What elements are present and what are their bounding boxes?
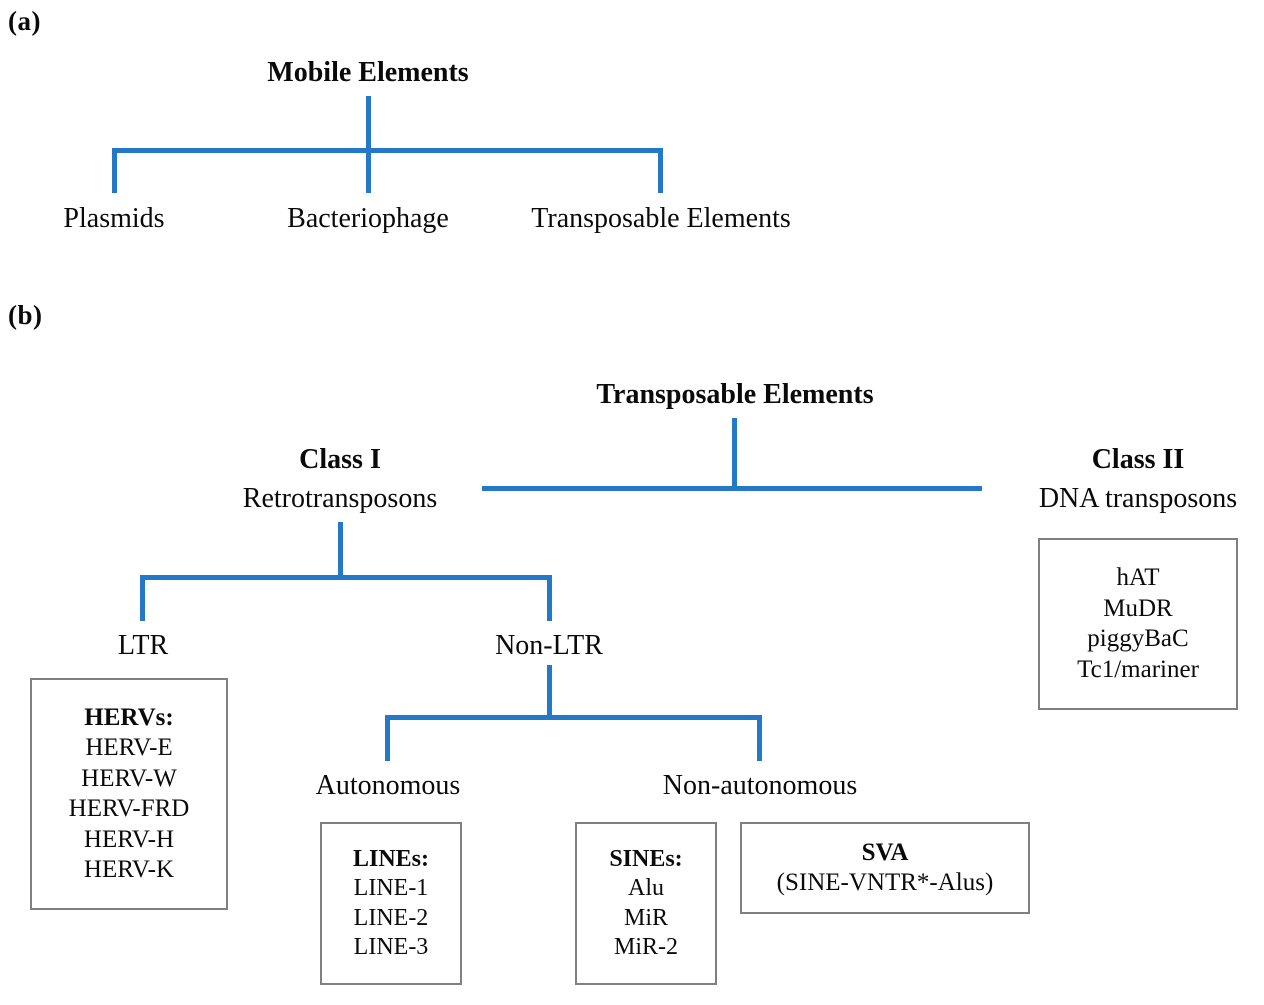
hervs-item-frd: HERV-FRD <box>68 795 190 822</box>
class-ii-subtitle: DNA transposons <box>1038 483 1238 514</box>
lines-item-2: LINE-2 <box>353 904 429 931</box>
panel-b-root-stem <box>732 418 737 490</box>
node-ltr: LTR <box>117 630 169 661</box>
sines-item-alu: Alu <box>628 875 664 902</box>
class-ii-item-piggybac: piggyBaC <box>1087 625 1189 652</box>
node-non-ltr: Non-LTR <box>495 630 603 661</box>
panel-a-node-transposable-elements: Transposable Elements <box>531 203 791 234</box>
class-ii-box: hAT MuDR piggyBaC Tc1/mariner <box>1038 538 1238 710</box>
non-ltr-branch-bar <box>385 715 762 720</box>
sva-box-expansion: (SINE-VNTR*-Alus) <box>776 869 994 896</box>
non-ltr-arm-non-autonomous <box>757 715 762 761</box>
non-ltr-stem <box>547 665 552 719</box>
class-i-arm-non-ltr <box>547 575 552 621</box>
panel-a-node-bacteriophage: Bacteriophage <box>287 203 449 234</box>
panel-a-root-label: Mobile Elements <box>267 57 469 88</box>
sines-item-mir: MiR <box>623 904 668 931</box>
class-i-subtitle: Retrotransposons <box>242 483 438 514</box>
hervs-box-header: HERVs: <box>84 703 174 731</box>
panel-b-letter: (b) <box>8 300 43 330</box>
hervs-item-w: HERV-W <box>81 764 177 792</box>
class-i-title: Class I <box>299 444 381 475</box>
node-non-autonomous: Non-autonomous <box>662 770 858 801</box>
hervs-item-e: HERV-E <box>85 734 173 761</box>
sines-item-mir-2: MiR-2 <box>613 933 678 960</box>
lines-item-1: LINE-1 <box>353 875 429 902</box>
sva-box: SVA (SINE-VNTR*-Alus) <box>740 822 1030 914</box>
non-ltr-arm-autonomous <box>385 715 390 761</box>
panel-a-arm-right <box>658 148 663 193</box>
hervs-item-h: HERV-H <box>83 825 175 853</box>
panel-b-root-label: Transposable Elements <box>596 379 874 410</box>
hervs-item-k: HERV-K <box>83 856 175 883</box>
panel-a-arm-left <box>112 148 117 193</box>
panel-a-node-plasmids: Plasmids <box>63 203 165 234</box>
panel-a-root-stem <box>366 96 371 152</box>
sva-box-header: SVA <box>861 838 909 866</box>
node-autonomous: Autonomous <box>315 770 461 801</box>
sines-box-header: SINEs: <box>609 845 683 872</box>
panel-a-branch-bar <box>112 148 663 153</box>
class-i-arm-ltr <box>140 575 145 621</box>
class-i-stem <box>338 522 343 578</box>
class-ii-item-hat: hAT <box>1116 564 1160 591</box>
hervs-box: HERVs: HERV-E HERV-W HERV-FRD HERV-H HER… <box>30 678 228 910</box>
lines-box-header: LINEs: <box>352 845 430 872</box>
lines-box: LINEs: LINE-1 LINE-2 LINE-3 <box>320 822 462 985</box>
class-i-branch-bar <box>140 575 552 580</box>
panel-a-arm-middle <box>366 148 371 193</box>
lines-item-3: LINE-3 <box>353 933 429 960</box>
panel-b-class-bar <box>482 486 982 491</box>
class-ii-title: Class II <box>1091 444 1185 475</box>
class-ii-item-tc1-mariner: Tc1/mariner <box>1077 655 1199 683</box>
panel-a-letter: (a) <box>8 6 41 36</box>
sines-box: SINEs: Alu MiR MiR-2 <box>575 822 717 985</box>
class-ii-item-mudr: MuDR <box>1103 594 1173 622</box>
